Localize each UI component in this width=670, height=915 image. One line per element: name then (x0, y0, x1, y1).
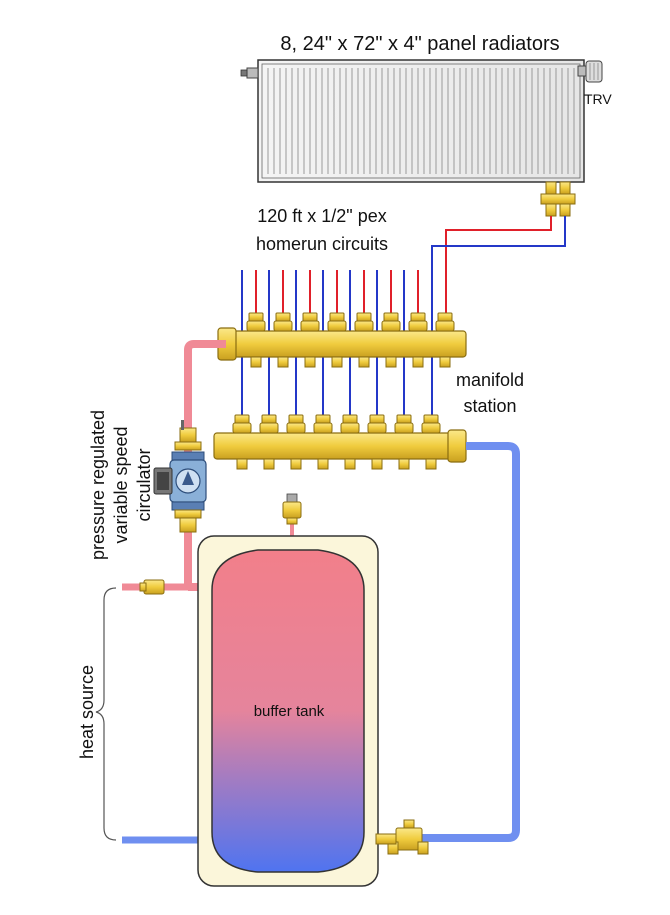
supply-main-pipe (184, 340, 226, 585)
manifold-outlet-stub (358, 356, 370, 368)
manifold-outlet-stub (371, 458, 383, 470)
manifold-port (246, 312, 266, 332)
manifold-outlet-stub (317, 458, 329, 470)
air-vent-icon (282, 493, 302, 525)
manifold-outlet-stub (236, 458, 248, 470)
manifold-outlet-stub (250, 356, 262, 368)
trv-icon (577, 60, 603, 83)
manifold-port (408, 312, 428, 332)
manifold-port (273, 312, 293, 332)
manifold-port (421, 414, 441, 434)
circulator-pump (153, 420, 207, 533)
manifold-port (300, 312, 320, 332)
buffer-tank-label: buffer tank (254, 703, 325, 720)
manifold-port (354, 312, 374, 332)
manifold-outlet-stub (263, 458, 275, 470)
manifold-outlet-stub (425, 458, 437, 470)
heat-source-label: heat source (77, 665, 97, 759)
manifold-port (435, 312, 455, 332)
panel-radiator (240, 59, 603, 217)
buffer-tank (197, 535, 379, 887)
manifold-outlet-stub (331, 356, 343, 368)
circulator-label-line3: circulator (134, 448, 154, 521)
manifold-port (232, 414, 252, 434)
trv-label: TRV (584, 91, 612, 107)
manifold-port (381, 312, 401, 332)
manifold-port (340, 414, 360, 434)
manifold-outlet-stub (277, 356, 289, 368)
check-valve-icon (139, 579, 165, 595)
pex-label-line2: homerun circuits (256, 234, 388, 254)
manifold-port (259, 414, 279, 434)
circulator-label-line2: variable speed (111, 426, 131, 543)
manifold-port (286, 414, 306, 434)
heat-source-bracket (95, 587, 117, 841)
return-main-pipe (372, 442, 520, 842)
circulator-label-line1: pressure regulated (88, 410, 108, 560)
supply-manifold (217, 312, 467, 368)
manifold-port (367, 414, 387, 434)
manifold-label-line1: manifold (456, 370, 524, 390)
radiator-supply-tube (445, 216, 552, 318)
manifold-label-line2: station (463, 396, 516, 416)
return-manifold (213, 414, 467, 470)
manifold-port (327, 312, 347, 332)
radiator-fins (267, 68, 575, 174)
manifold-port (313, 414, 333, 434)
manifold-outlet-stub (344, 458, 356, 470)
manifold-outlet-stub (439, 356, 451, 368)
radiators-label: 8, 24" x 72" x 4" panel radiators (280, 33, 559, 55)
manifold-port (394, 414, 414, 434)
radiator-vent-plug (246, 67, 259, 79)
manifold-outlet-stub (398, 458, 410, 470)
manifold-outlet-stub (412, 356, 424, 368)
manifold-outlet-stub (290, 458, 302, 470)
pex-label-line1: 120 ft x 1/2" pex (257, 206, 386, 226)
manifold-outlet-stub (304, 356, 316, 368)
radiator-h-valve (540, 181, 576, 217)
manifold-outlet-stub (385, 356, 397, 368)
purge-valve-icon (375, 819, 429, 855)
